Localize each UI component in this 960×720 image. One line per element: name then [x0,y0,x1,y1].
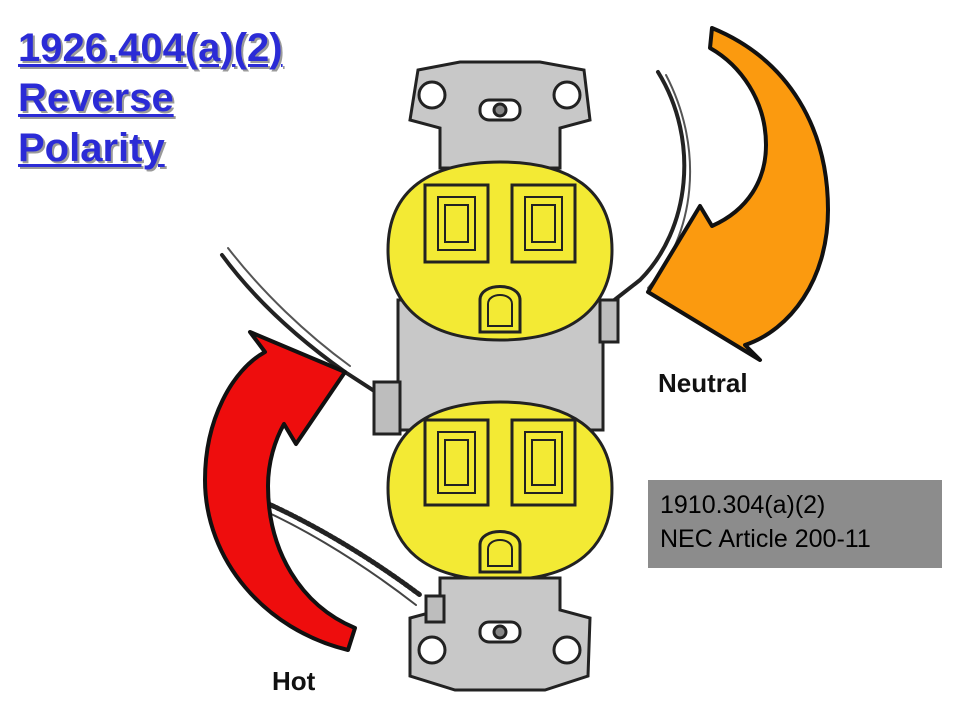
lower-right-slot-inner [524,431,563,494]
upper-left-slot [423,183,490,264]
page-title-line-1: 1926.404(a)(2) [18,26,283,70]
right-terminal-screw [598,298,620,344]
reference-box: 1910.304(a)(2) NEC Article 200-11 [648,480,942,568]
page-title-line-3: Polarity [18,126,165,170]
upper-right-slot [510,183,577,264]
duplex-receptacle-icon [372,60,620,692]
top-left-screw-hole [417,80,447,110]
left-terminal-screw [372,380,402,436]
bottom-mounting-screw [492,624,508,640]
page-title-line-2: Reverse [18,76,174,120]
lower-right-slot [510,418,577,507]
hot-label: Hot [272,666,316,696]
reference-line-1: 1910.304(a)(2) [660,491,826,519]
top-mounting-screw [492,102,508,118]
lower-left-slot [423,418,490,507]
lower-ground-hole [478,530,522,574]
left-wire-top [220,253,387,400]
neutral-arrow-icon [646,26,830,362]
upper-ground-hole-inner [487,294,513,327]
neutral-label: Neutral [658,368,748,398]
reference-line-2: NEC Article 200-11 [660,525,871,553]
right-wire [606,70,687,307]
bottom-left-terminal [424,594,446,624]
lower-left-slot-inner [437,431,476,494]
left-wire-top-jacket [227,247,351,367]
top-right-screw-hole [552,80,582,110]
hot-arrow-icon [203,330,357,652]
lower-ground-hole-inner [487,539,513,567]
upper-left-slot-inner [437,196,476,251]
bottom-left-screw-hole [417,635,447,665]
upper-right-slot-inner [524,196,563,251]
bottom-right-screw-hole [552,635,582,665]
